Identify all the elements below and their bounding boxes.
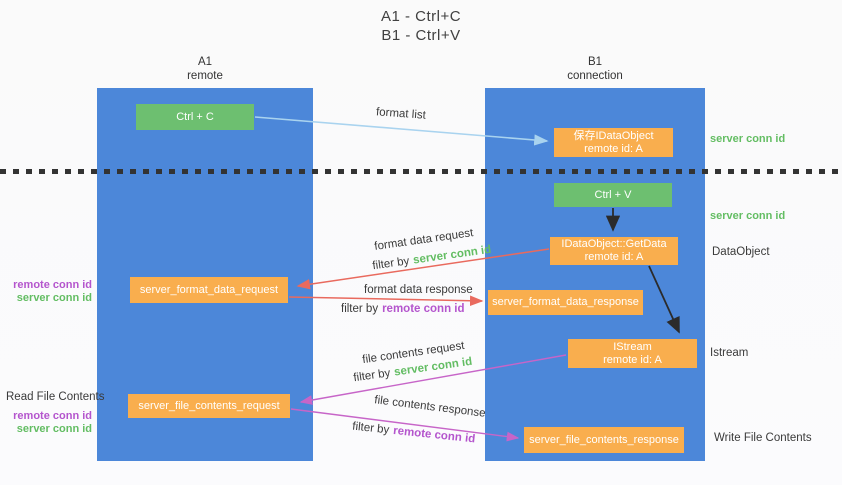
label-remote-conn-id-left-top: remote conn id — [13, 279, 92, 291]
arrow-format-data-response — [288, 295, 484, 307]
filter-by-text: filter by — [352, 367, 392, 385]
node-ctrl-v: Ctrl + V — [554, 183, 672, 207]
lane-header-a1: A1 remote — [97, 55, 313, 83]
filter-by-text: filter by — [351, 420, 390, 437]
node-idataobject-getdata-line1: IDataObject::GetData — [561, 238, 667, 250]
label-read-file-contents: Read File Contents — [6, 391, 105, 403]
node-server-file-contents-response: server_file_contents_response — [524, 427, 684, 453]
label-server-conn-id-right-top: server conn id — [710, 133, 786, 145]
node-istream-line2: remote id: A — [603, 353, 662, 366]
node-server-format-data-request-label: server_format_data_request — [139, 283, 279, 296]
remote-conn-id-text: remote conn id — [382, 303, 465, 315]
edge-label-file-contents-response: file contents response — [373, 394, 487, 420]
node-server-file-contents-response-label: server_file_contents_response — [529, 433, 679, 446]
remote-conn-id-text: remote conn id — [392, 424, 476, 446]
lane-a1-name: A1 — [197, 56, 213, 68]
label-server-conn-id-left-bottom: server conn id — [16, 423, 92, 435]
filter-by-text: filter by — [371, 255, 411, 273]
node-save-idataobject-line2: remote id: A — [584, 142, 643, 155]
node-server-file-contents-request: server_file_contents_request — [128, 394, 290, 418]
dotted-separator — [0, 169, 842, 174]
server-conn-id-text: server conn id — [412, 243, 492, 267]
node-server-file-contents-request-label: server_file_contents_request — [138, 399, 280, 412]
diagram-title-line2: B1 - Ctrl+V — [381, 27, 461, 44]
node-ctrl-c: Ctrl + C — [136, 104, 254, 130]
node-ctrl-c-label: Ctrl + C — [176, 110, 214, 123]
node-istream-line1: IStream — [613, 340, 652, 353]
lane-a1-role: remote — [187, 70, 223, 82]
label-conn-ids-left-top: remote conn id server conn id — [8, 279, 92, 305]
edge-label-format-data-response: format data response — [364, 284, 473, 296]
lane-b1-role: connection — [567, 70, 623, 82]
node-idataobject-getdata: IDataObject::GetData remote id: A — [550, 237, 678, 265]
node-ctrl-v-label: Ctrl + V — [594, 188, 632, 201]
lane-b1-name: B1 — [587, 56, 603, 68]
edge-label-format-list: format list — [375, 106, 427, 122]
label-write-file-contents: Write File Contents — [714, 432, 812, 444]
node-server-format-data-response-label: server_format_data_response — [492, 296, 639, 308]
node-idataobject-getdata-line2: remote id: A — [584, 251, 644, 263]
node-save-idataobject: 保存IDataObject remote id: A — [554, 128, 673, 157]
lane-header-b1: B1 connection — [485, 55, 705, 83]
filter-by-text: filter by — [341, 303, 379, 315]
label-server-conn-id-right-mid: server conn id — [710, 210, 786, 222]
node-istream: IStream remote id: A — [568, 339, 697, 368]
label-istream: Istream — [710, 347, 749, 359]
node-server-format-data-response: server_format_data_response — [488, 290, 643, 315]
node-server-format-data-request: server_format_data_request — [130, 277, 288, 303]
label-remote-conn-id-left-bottom: remote conn id — [13, 410, 92, 422]
label-conn-ids-left-bottom: remote conn id server conn id — [8, 410, 92, 436]
label-dataobject: DataObject — [712, 246, 770, 258]
label-server-conn-id-left-top: server conn id — [16, 292, 92, 304]
diagram-title-line1: A1 - Ctrl+C — [380, 8, 462, 25]
node-save-idataobject-line1: 保存IDataObject — [573, 129, 654, 142]
